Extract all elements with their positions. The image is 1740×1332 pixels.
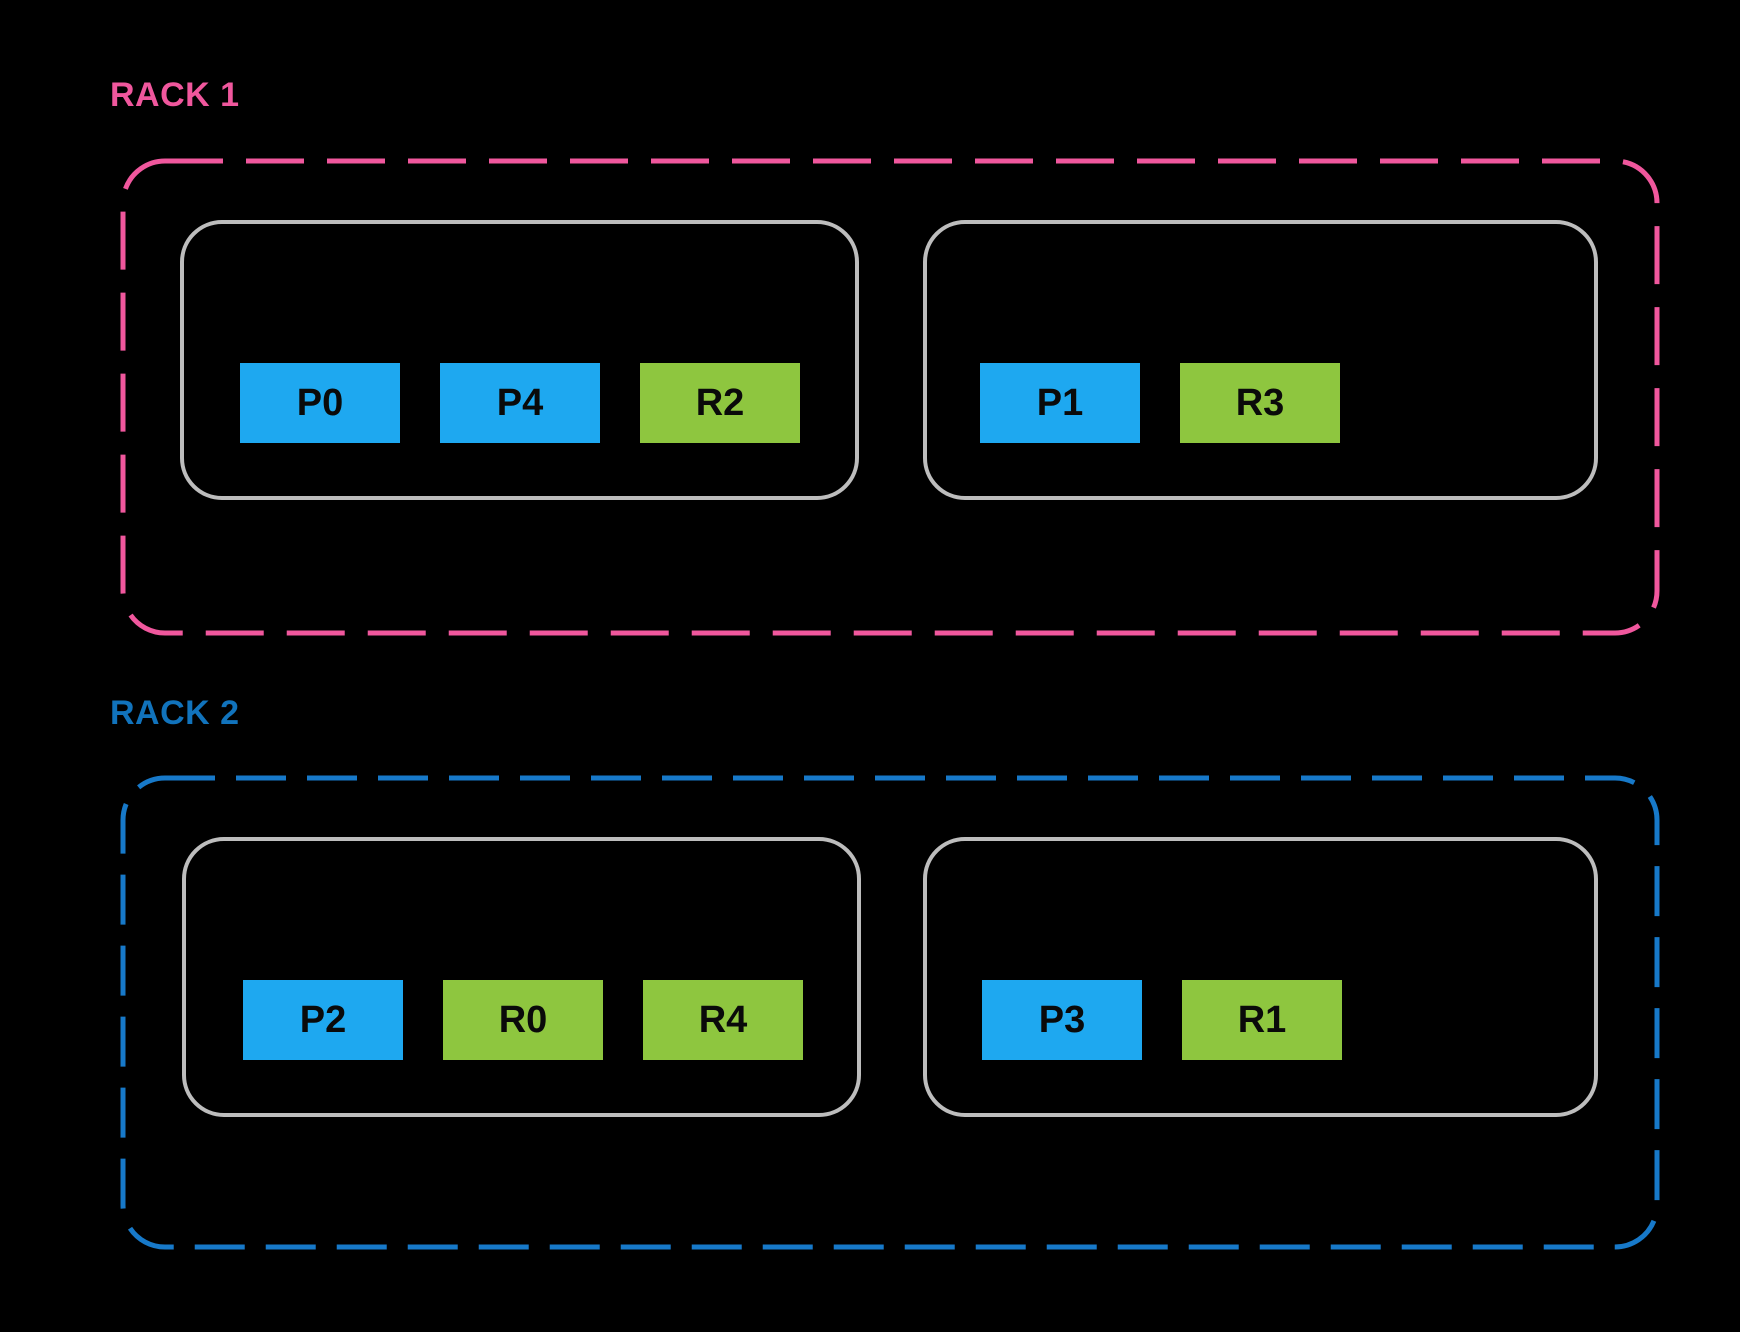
rack-1-dashed-border [120, 158, 1660, 636]
shard-r1: R1 [1182, 980, 1342, 1060]
rack-1-dashed-rect [120, 158, 1660, 636]
rack-2-node-1-shard-row: P2 R0 R4 [243, 980, 803, 1060]
shard-r2: R2 [640, 363, 800, 443]
rack-2-dashed-rect [120, 775, 1660, 1250]
shard-r3: R3 [1180, 363, 1340, 443]
rack-2-label: RACK 2 [110, 694, 240, 732]
rack-2-dashed-border [120, 775, 1660, 1250]
shard-r4: R4 [643, 980, 803, 1060]
shard-p4: P4 [440, 363, 600, 443]
rack-1-node-2: P1 R3 [923, 220, 1598, 500]
shard-r0: R0 [443, 980, 603, 1060]
shard-p1: P1 [980, 363, 1140, 443]
rack-1-label: RACK 1 [110, 76, 240, 114]
rack-2-node-2: P3 R1 [923, 837, 1598, 1117]
rack-1-node-2-shard-row: P1 R3 [980, 363, 1340, 443]
shard-p0: P0 [240, 363, 400, 443]
rack-2-node-1: P2 R0 R4 [182, 837, 861, 1117]
shard-p3: P3 [982, 980, 1142, 1060]
shard-p2: P2 [243, 980, 403, 1060]
rack-1-node-1-shard-row: P0 P4 R2 [240, 363, 800, 443]
rack-2-node-2-shard-row: P3 R1 [982, 980, 1342, 1060]
rack-1-node-1: P0 P4 R2 [180, 220, 859, 500]
